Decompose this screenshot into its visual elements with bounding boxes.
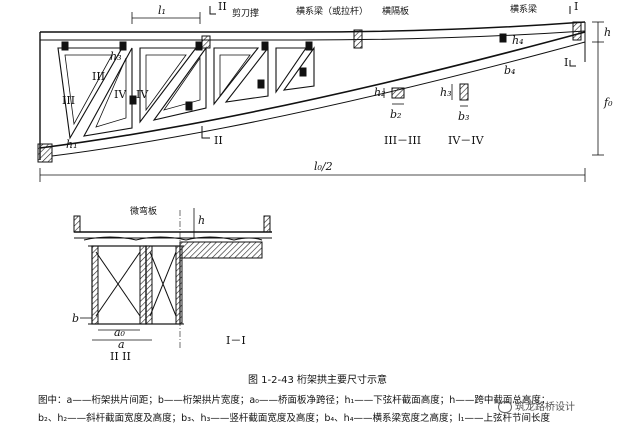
label-I-bottom: I: [564, 56, 568, 69]
cross-section-view: [73, 208, 272, 350]
figure-caption: 图 1-2-43 桁架拱主要尺寸示意: [248, 375, 388, 386]
label-sec-I: I－I: [226, 334, 246, 347]
label-I-top: I: [574, 0, 578, 13]
label-h: h: [604, 26, 611, 39]
label-sec-III: III－III: [384, 134, 421, 147]
elevation-labels: l₁ II 剪刀撑 横系梁（或拉杆） 横隔板 横系梁 I h h₄ b₄ I h…: [62, 0, 613, 173]
legend-line-2: b₂、h₂——斜杆截面宽度及高度；b₃、h₃——竖杆截面宽度及高度；b₄、h₄—…: [38, 413, 550, 424]
label-l0half: l₀/2: [314, 160, 333, 173]
label-b4: b₄: [504, 64, 515, 77]
wechat-icon: [498, 401, 512, 413]
label-sec-IV: IV－IV: [448, 134, 485, 147]
section-labels: 微弯板 h b a₀ a II II I－I: [72, 205, 246, 363]
label-IV-b: IV: [136, 88, 149, 101]
label-b3: b₃: [458, 110, 469, 123]
label-IV-a: IV: [114, 88, 127, 101]
legend-line-1: 图中：a——桁架拱片间距；b——桁架拱片宽度；a₀——桥面板净跨径；h₁——下弦…: [38, 395, 551, 406]
left-support: [37, 143, 53, 163]
label-II-top: II: [218, 0, 227, 13]
label-a: a: [118, 338, 125, 351]
label-b-sec: b: [72, 312, 79, 325]
watermark: 筑龙路桥设计: [498, 398, 575, 413]
label-b2: b₂: [390, 108, 401, 121]
label-jiandaocheng: 剪刀撑: [232, 7, 259, 19]
label-h3: h₃: [110, 50, 122, 63]
label-h1: h₁: [66, 138, 78, 151]
label-III-a: III: [92, 70, 105, 83]
label-sec-II: II II: [110, 350, 131, 363]
label-II-bottom: II: [214, 134, 223, 147]
label-hengxiliang-r: 横系梁: [510, 3, 537, 15]
bottom-chord: [39, 31, 586, 149]
elevation-view: [37, 6, 604, 182]
label-hengxiliang-la: 横系梁（或拉杆）: [296, 5, 368, 17]
watermark-text: 筑龙路桥设计: [515, 402, 575, 413]
label-weiwanban: 微弯板: [130, 205, 157, 217]
top-chord: [40, 21, 586, 33]
label-f0: f₀: [603, 96, 613, 109]
label-l1: l₁: [158, 4, 166, 17]
label-h4: h₄: [512, 34, 524, 47]
label-a0: a₀: [114, 326, 126, 339]
label-h2-sec: h₂: [374, 86, 386, 99]
label-h-sec: h: [198, 214, 205, 227]
label-h3-sec: h₃: [440, 86, 452, 99]
label-hengge: 横隔板: [382, 5, 409, 17]
label-III-b: III: [62, 94, 75, 107]
